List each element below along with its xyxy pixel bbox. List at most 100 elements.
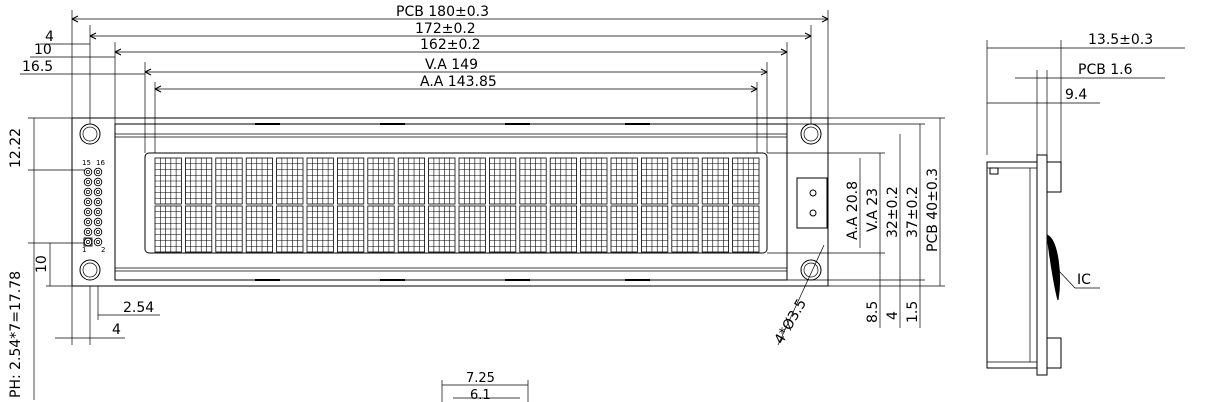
connector-pins: [83, 167, 103, 247]
pin1-marker: [83, 237, 93, 247]
viewing-area: [144, 152, 768, 254]
dim-hole-pitch-y: 37±0.2: [905, 186, 921, 238]
dim-off-8-5: 8.5: [865, 301, 881, 323]
char-cell: [184, 205, 213, 253]
mounting-hole-tl: [79, 123, 101, 145]
char-cell: [580, 157, 608, 205]
side-view: IC 13.5±0.3 PCB 1.6 9.4: [986, 32, 1185, 376]
dim-aa-height: A.A 20.8: [845, 181, 861, 240]
dim-pitch: 2.54: [123, 300, 154, 316]
connector-pin: [83, 207, 93, 217]
mounting-hole-tr: [800, 123, 822, 145]
dim-seg-6-1: 6.1: [470, 388, 491, 402]
char-cell: [245, 157, 273, 205]
side-pcb: [1036, 154, 1048, 376]
char-cell: [276, 205, 304, 253]
dim-bezel-width: 162±0.2: [420, 37, 481, 53]
char-cell: [519, 205, 547, 253]
char-cell: [701, 205, 730, 253]
connector-pin: [93, 227, 103, 237]
dim-off-4: 4: [45, 29, 54, 45]
char-cell: [397, 205, 426, 253]
connector-pin: [93, 187, 103, 197]
dim-off-4-right: 4: [885, 311, 901, 320]
pin-label-2: 2: [101, 246, 105, 254]
char-cell: [671, 205, 699, 253]
connector-pin: [83, 227, 93, 237]
char-cell: [367, 205, 395, 253]
char-cell: [428, 157, 456, 205]
dim-off-1-5: 1.5: [905, 301, 921, 323]
char-cell: [610, 157, 638, 205]
char-cell: [671, 157, 699, 205]
connector-pin: [83, 217, 93, 227]
char-cell: [215, 205, 243, 253]
mounting-hole-br: [800, 259, 822, 281]
connector-pin: [83, 187, 93, 197]
side-connector-top: [1046, 161, 1062, 193]
char-cell: [397, 157, 426, 205]
dim-va-width: V.A 149: [425, 57, 478, 73]
char-cell: [306, 157, 334, 205]
connector-pin: [93, 177, 103, 187]
dim-pin-span: PH: 2.54*7=17.78: [8, 271, 24, 398]
char-cell: [488, 205, 517, 253]
dim-pcb-width: PCB 180±0.3: [396, 4, 489, 20]
side-ic-blob: [1046, 234, 1060, 301]
connector-pin: [93, 167, 103, 177]
connector-pin: [93, 197, 103, 207]
side-dim-thickness: 13.5±0.3: [1088, 32, 1153, 48]
char-cell: [458, 205, 486, 253]
dim-va-height: V.A 23: [865, 188, 881, 232]
char-cell: [306, 205, 334, 253]
backlight-connector: [796, 177, 828, 229]
char-cell: [549, 205, 578, 253]
side-ic-label: IC: [1077, 272, 1091, 288]
char-cell: [641, 157, 669, 205]
char-cell: [276, 157, 304, 205]
dim-hole-pitch-x: 172±0.2: [415, 21, 476, 37]
char-cell: [549, 157, 578, 205]
left-dimensions: 12.22 10 PH: 2.54*7=17.78: [8, 117, 85, 400]
pin-label-16: 16: [96, 159, 105, 167]
side-dim-pcb: PCB 1.6: [1078, 62, 1133, 78]
front-view: 15 16 1 2: [71, 117, 829, 287]
dim-seg-7-25: 7.25: [466, 371, 495, 386]
char-cell: [215, 157, 243, 205]
char-cell: [732, 205, 760, 253]
connector-pin: [83, 237, 93, 247]
side-bezel: [986, 161, 1038, 369]
dim-off-10-left: 10: [34, 255, 50, 273]
char-cell: [610, 205, 638, 253]
char-cell: [336, 205, 365, 253]
connector-pin: [93, 217, 103, 227]
dim-off-12-22: 12.22: [8, 128, 24, 168]
character-grid: [154, 157, 760, 253]
dim-holes: 4*Ø3.5: [772, 296, 810, 347]
dim-off-16-5: 16.5: [22, 59, 53, 75]
char-cell: [519, 157, 547, 205]
char-cell: [732, 157, 760, 205]
connector-pin: [93, 207, 103, 217]
bezel-outline: [114, 123, 788, 281]
pin-label-15: 15: [82, 159, 91, 167]
char-cell: [336, 157, 365, 205]
side-connector-bottom: [1046, 337, 1062, 369]
char-cell: [154, 205, 182, 253]
char-cell: [641, 205, 669, 253]
dim-bezel-height: 32±0.2: [885, 186, 901, 238]
char-cell: [154, 157, 182, 205]
right-dimensions: A.A 20.8 V.A 23 32±0.2 37±0.2 PCB 40±0.3…: [767, 117, 945, 347]
pcb-outline: [71, 117, 829, 287]
char-cell: [580, 205, 608, 253]
dim-pcb-height: PCB 40±0.3: [925, 168, 941, 252]
connector-pin: [83, 177, 93, 187]
connector-pin: [83, 197, 93, 207]
side-dim-depth: 9.4: [1065, 87, 1087, 103]
char-cell: [245, 205, 273, 253]
char-cell: [184, 157, 213, 205]
char-cell: [367, 157, 395, 205]
connector-pin: [83, 167, 93, 177]
bottom-dimensions: 2.54 4 7.25 6.1: [55, 286, 529, 402]
